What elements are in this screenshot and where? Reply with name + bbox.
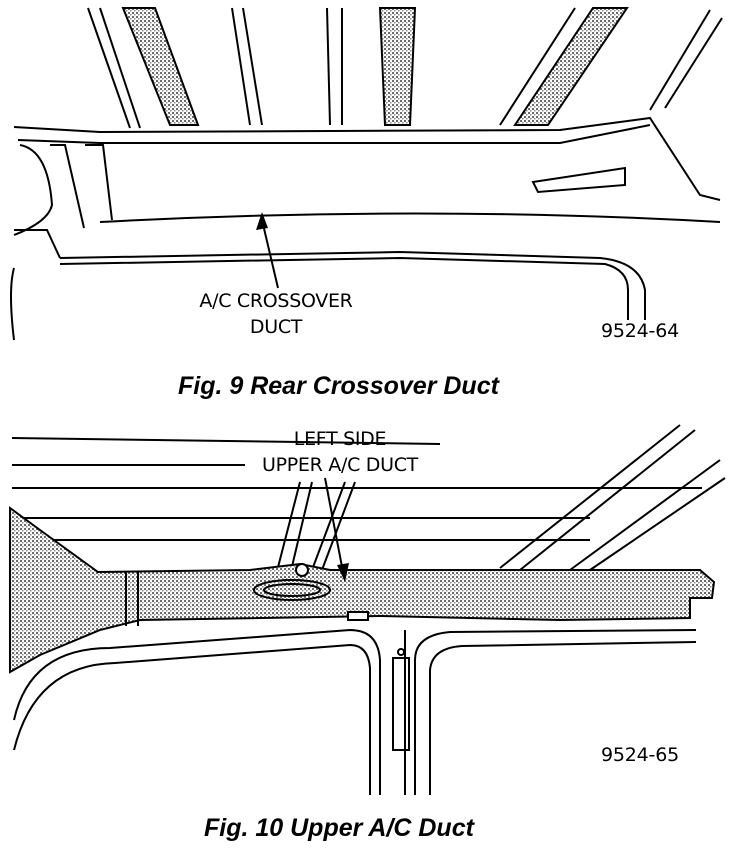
upper-ac-duct-shaded [9, 506, 716, 674]
callout-line: A/C CROSSOVER [199, 290, 353, 312]
crossover-duct-leader [256, 212, 279, 289]
figure-caption: Fig. 9 Rear Crossover Duct [178, 372, 499, 400]
figure-number: 9524-64 [601, 320, 679, 342]
rear-crossover-duct-illustration [10, 7, 723, 341]
roof-structure-lines [11, 424, 726, 576]
callout-line: LEFT SIDE [293, 428, 387, 450]
callout-line: DUCT [249, 316, 303, 338]
figure-number: 9524-65 [601, 744, 679, 766]
ac-crossover-duct-label: A/C CROSSOVER DUCT [176, 288, 376, 340]
callout-line: UPPER A/C DUCT [262, 454, 418, 476]
upper-ac-duct-illustration [9, 424, 726, 795]
roof-structure-lines [10, 7, 723, 341]
upper-ac-duct-leader [324, 477, 349, 582]
roof-bows [121, 7, 629, 126]
left-side-upper-ac-duct-label: LEFT SIDE UPPER A/C DUCT [240, 426, 440, 478]
duct-details [13, 563, 697, 795]
figure-caption: Fig. 10 Upper A/C Duct [204, 814, 474, 842]
